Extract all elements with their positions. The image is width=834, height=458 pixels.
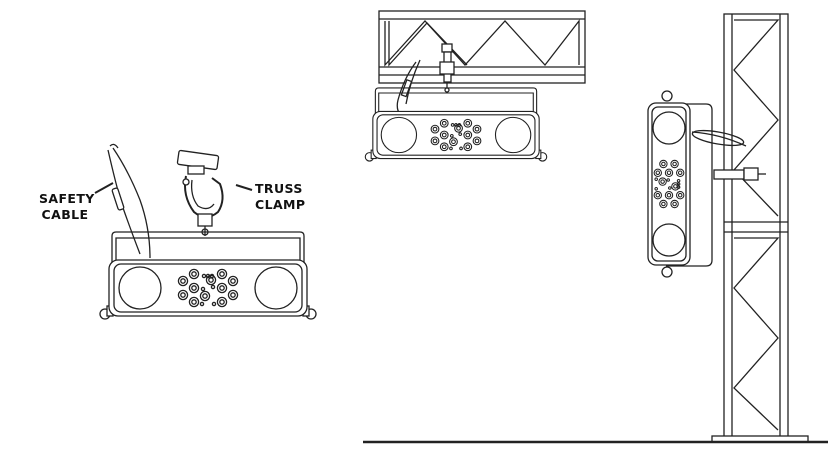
truss-clamp-leader bbox=[235, 184, 253, 191]
left-fixture-assembly bbox=[94, 143, 316, 319]
safety-cable-leader bbox=[94, 182, 114, 194]
hanging-led-bar-icon bbox=[365, 88, 546, 161]
hanging-fixture-assembly bbox=[365, 10, 586, 161]
safety-cable-icon bbox=[107, 143, 151, 259]
tower-fixture-assembly bbox=[363, 13, 828, 444]
safety-cable-label-line-2: CABLE bbox=[41, 207, 89, 222]
truss-clamp-label-line-2: CLAMP bbox=[255, 197, 306, 212]
led-bar-fixture-icon bbox=[100, 232, 316, 319]
truss-clamp-label: TRUSS CLAMP bbox=[255, 181, 315, 213]
safety-cable-label-line-1: SAFETY bbox=[39, 191, 95, 206]
truss-clamp-label-line-1: TRUSS bbox=[255, 181, 303, 196]
truss-clamp-icon bbox=[176, 149, 224, 236]
vertical-truss-icon bbox=[711, 13, 809, 443]
safety-cable-label: SAFETY CABLE bbox=[39, 191, 95, 223]
vertical-led-bar-icon bbox=[647, 90, 691, 278]
